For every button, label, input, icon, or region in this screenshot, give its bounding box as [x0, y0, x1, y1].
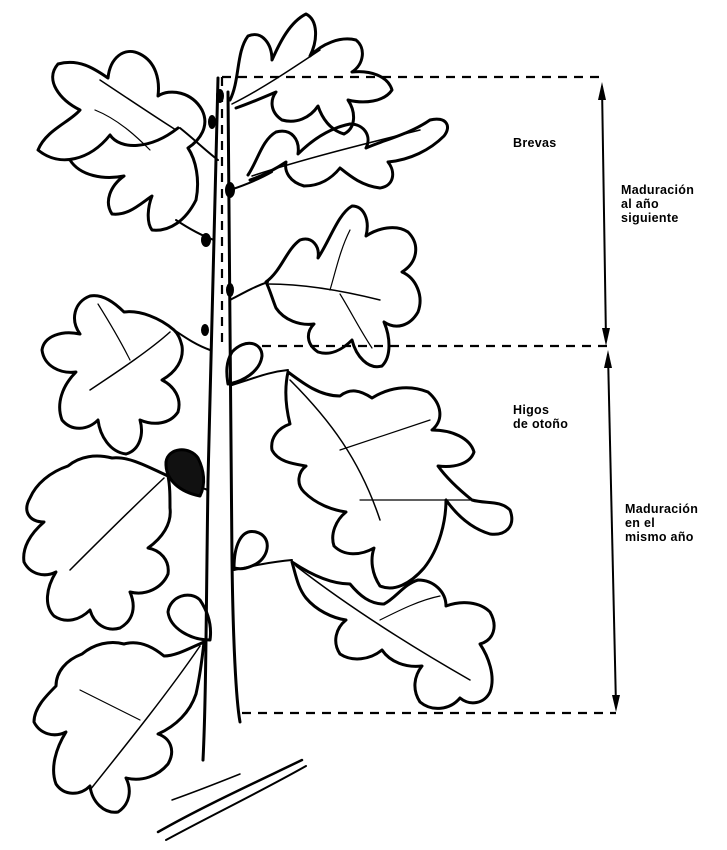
- arrow-maduracion-mismo: [604, 350, 620, 712]
- leaf-center-right: [272, 372, 512, 588]
- label-higos-otono: Higos de otoño: [513, 403, 568, 431]
- main-stem-left: [203, 78, 218, 760]
- fig-4: [168, 595, 211, 640]
- stem-base-line-2: [166, 766, 306, 840]
- leaf-lower-right: [292, 562, 494, 708]
- fig-2: [166, 450, 204, 496]
- petiole-1: [180, 128, 218, 160]
- leaf-bottom-left: [34, 642, 204, 812]
- label-maduracion-mismo: Maduración en el mismo año: [625, 502, 698, 544]
- label-maduracion-siguiente: Maduración al año siguiente: [621, 183, 694, 225]
- leaf-top-left: [38, 51, 205, 230]
- petiole-6: [230, 282, 268, 300]
- petiole-7: [232, 370, 288, 385]
- leaves: [24, 14, 512, 812]
- dashed-guides: [222, 77, 616, 713]
- arrow-maduracion-siguiente: [598, 82, 610, 346]
- figs: [166, 343, 267, 640]
- leaf-mid-right: [266, 206, 420, 367]
- label-brevas: Brevas: [513, 136, 557, 150]
- leaf-upper-right-2: [248, 119, 448, 188]
- fig-3: [234, 531, 267, 568]
- leaf-top-right: [230, 14, 392, 134]
- stem-base-line-1: [158, 760, 302, 832]
